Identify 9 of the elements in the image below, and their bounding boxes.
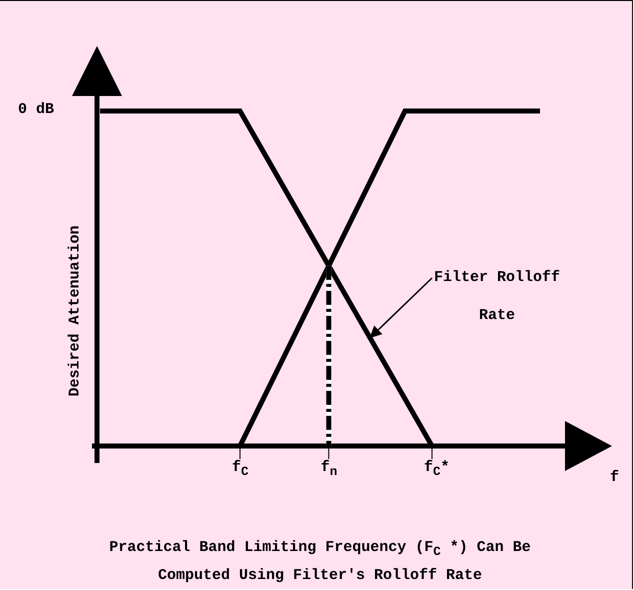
axis-value-label: 0 dB <box>18 101 54 118</box>
caption: Practical Band Limiting Frequency (F$_{C}$ *) Can Be Computed Using Filter's Rolloff Rate <box>108 538 532 586</box>
tick-label: f$_{C}$ <box>232 459 249 479</box>
axis-title: f <box>610 469 620 486</box>
tick-label: f$_{n}$ <box>320 459 338 479</box>
axis-title: Desired Attenuation <box>66 225 84 397</box>
callout-text: Filter Rolloff Rate <box>432 259 562 335</box>
leader-line <box>370 277 433 338</box>
tick-label: f$_{C}$* <box>424 459 450 479</box>
